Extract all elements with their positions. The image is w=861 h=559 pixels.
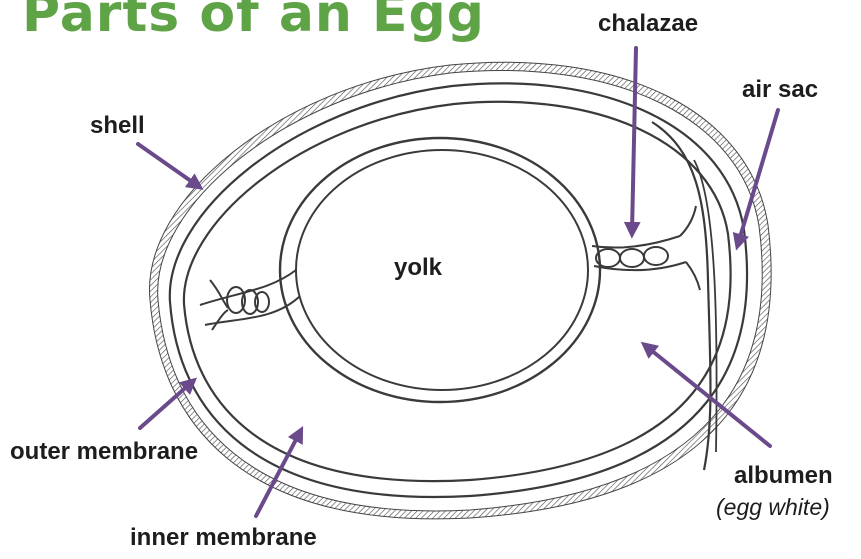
shell-arrow (138, 144, 198, 186)
label-shell: shell (90, 114, 145, 138)
air-sac-boundary-2 (694, 160, 717, 452)
inner-membrane (184, 102, 731, 481)
chalazae-arrow (632, 48, 636, 232)
label-chalazae: chalazae (598, 12, 698, 36)
label-air-sac: air sac (742, 78, 818, 102)
diagram-title: Parts of an Egg (22, 0, 485, 40)
label-albumen-note: (egg white) (716, 496, 830, 519)
right-chalaza (592, 206, 700, 290)
label-inner-membrane: inner membrane (130, 526, 317, 550)
label-albumen: albumen (734, 464, 833, 488)
label-outer-membrane: outer membrane (10, 440, 198, 464)
label-yolk: yolk (394, 256, 442, 280)
